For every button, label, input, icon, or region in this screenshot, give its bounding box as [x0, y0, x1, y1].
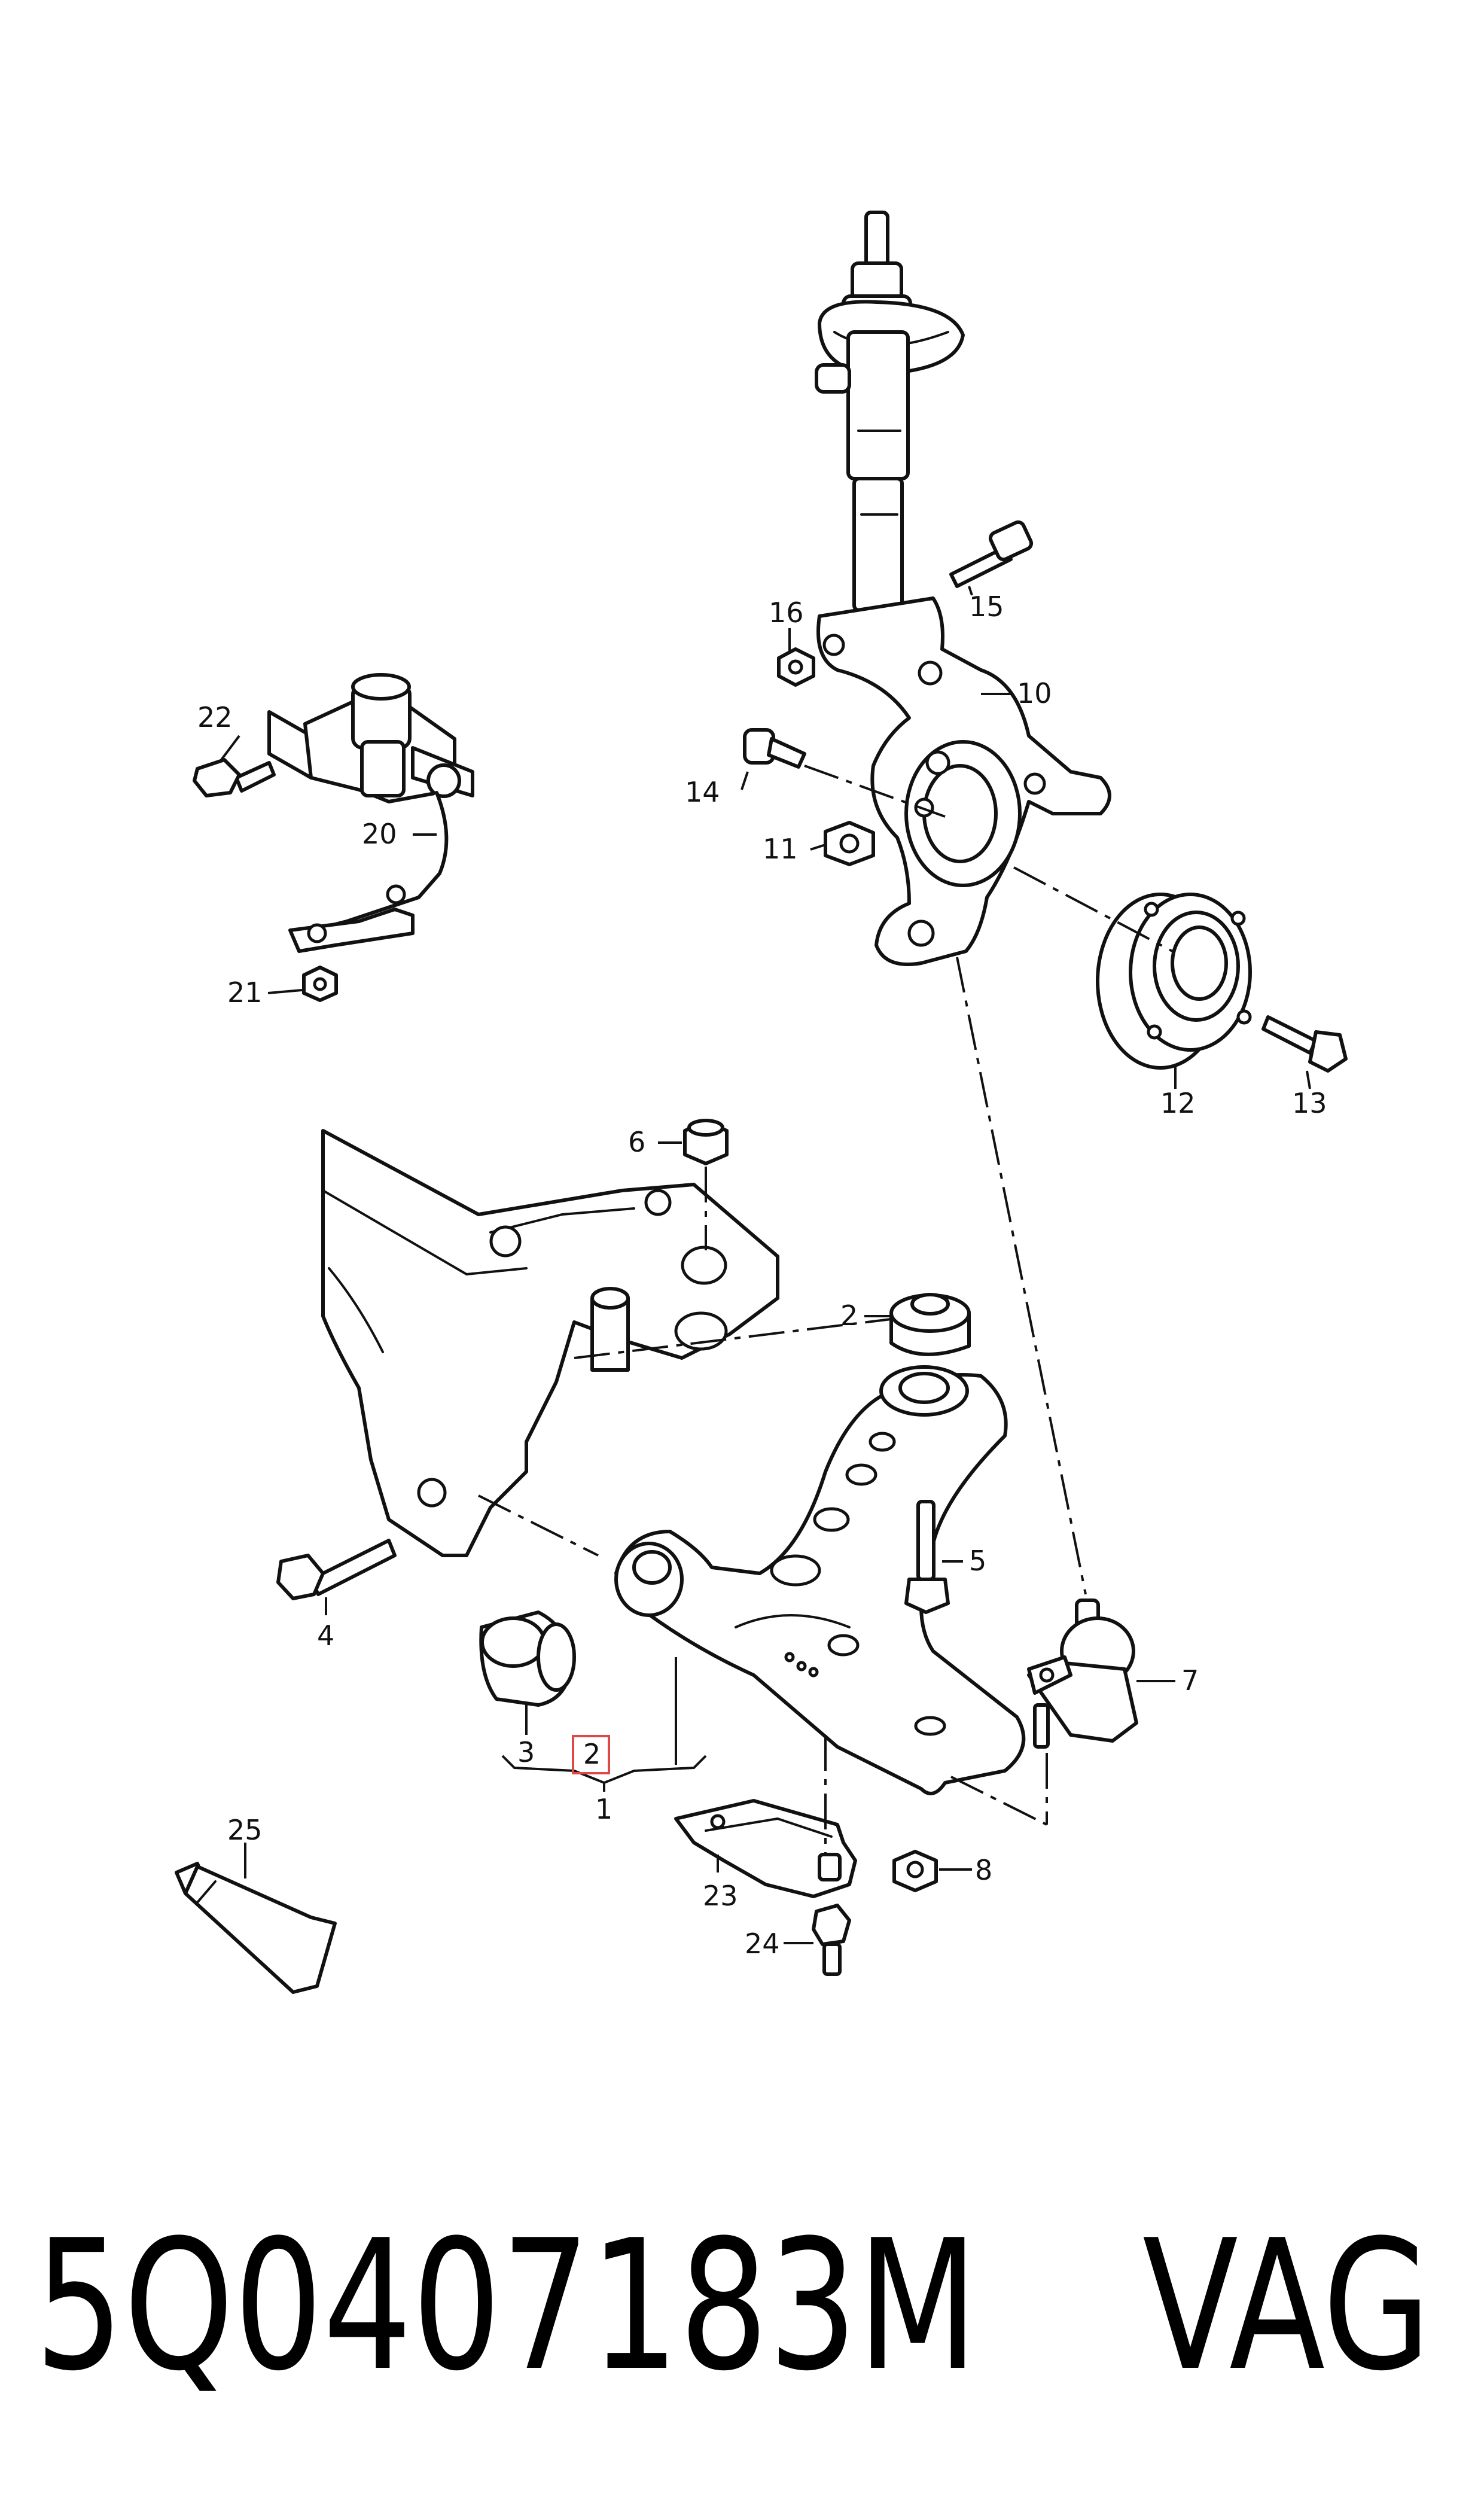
- clip-24: [812, 1904, 851, 1976]
- callout-20: 20: [362, 818, 397, 850]
- nut-11: [824, 821, 875, 866]
- brand-label: VAG: [1142, 2202, 1431, 2410]
- callout-6: 6: [628, 1126, 645, 1158]
- callout-10: 10: [1017, 677, 1052, 710]
- nut-16: [777, 647, 815, 687]
- callout-24: 24: [745, 1928, 780, 1960]
- bolt-13: [1261, 1015, 1348, 1073]
- nut-8: [892, 1850, 938, 1892]
- callout-2a: 2: [840, 1299, 858, 1332]
- bolt-15: [949, 520, 1034, 588]
- leader-lines: [220, 586, 1311, 1944]
- callout-16: 16: [769, 596, 804, 629]
- callout-1: 1: [595, 1793, 613, 1825]
- bolt-4: [276, 1539, 397, 1600]
- callouts: 15 16 10 14 11 12 13 22 20 21 6 2 5 4 7 …: [197, 590, 1327, 1960]
- wheel-hub: [1096, 893, 1252, 1070]
- callout-14: 14: [685, 776, 720, 808]
- nut-21: [302, 966, 338, 1002]
- assembly-lines: [478, 765, 1173, 1855]
- underbody-cover: [674, 1799, 857, 1898]
- control-arm: [614, 1365, 1026, 1795]
- callout-15: 15: [969, 590, 1004, 623]
- callout-4: 4: [317, 1619, 334, 1652]
- highlight-box: [572, 1735, 610, 1774]
- nut-6: [683, 1119, 729, 1165]
- bushing-2: [889, 1293, 971, 1356]
- callout-23: 23: [703, 1880, 738, 1912]
- callout-8: 8: [975, 1854, 992, 1886]
- part-number: 5Q0407183M: [35, 2202, 979, 2410]
- bolt-22: [193, 758, 276, 797]
- callout-11: 11: [763, 833, 798, 865]
- callout-5: 5: [969, 1545, 986, 1577]
- callout-12: 12: [1160, 1087, 1196, 1119]
- subframe: [321, 1129, 779, 1557]
- bolt-5: [904, 1500, 950, 1614]
- bolt-14: [743, 728, 806, 769]
- callout-21: 21: [227, 976, 263, 1009]
- callout-2b: 2: [583, 1738, 601, 1770]
- shock-absorber: [815, 211, 965, 612]
- callout-13: 13: [1292, 1087, 1327, 1119]
- level-sensor-assembly: [267, 673, 474, 953]
- ball-joint: [1027, 1599, 1138, 1749]
- bushing-3: [479, 1610, 576, 1707]
- callout-22: 22: [197, 701, 233, 733]
- steering-knuckle: [816, 596, 1111, 966]
- callout-3: 3: [517, 1736, 535, 1768]
- grease-tube: [175, 1862, 337, 1994]
- callout-7: 7: [1181, 1664, 1199, 1697]
- callout-25: 25: [227, 1814, 263, 1846]
